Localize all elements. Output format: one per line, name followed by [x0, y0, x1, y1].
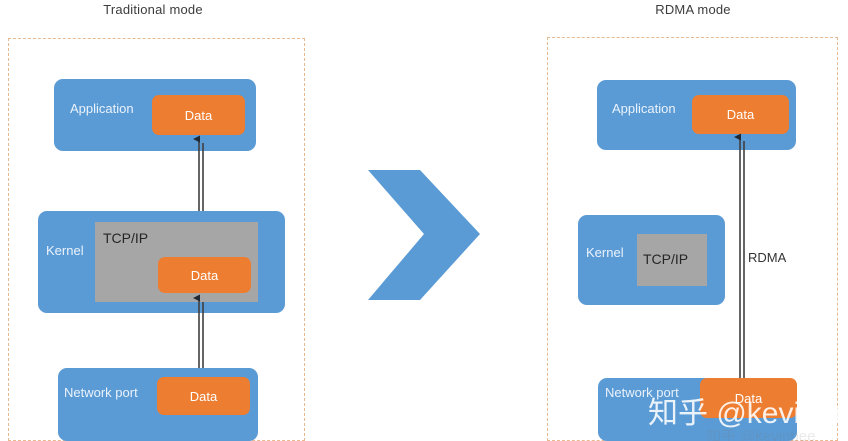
rdma-application-data-box: Data [692, 95, 789, 134]
rdma-path-label: RDMA [748, 250, 787, 265]
traditional-kernel-data-label: Data [190, 267, 219, 283]
traditional-kernel-data-box: Data [158, 257, 251, 293]
rdma-network-port-data-label: Data [734, 390, 763, 406]
rdma-network-port-label: Network port [605, 385, 679, 400]
traditional-network-port-data-label: Data [189, 388, 218, 404]
traditional-application-label: Application [70, 101, 134, 116]
panel-title-rdma: RDMA mode [655, 2, 731, 17]
rdma-tcpip-label: TCP/IP [643, 251, 689, 267]
traditional-application-data-box: Data [152, 95, 245, 135]
rdma-application-data-label: Data [726, 107, 755, 122]
rdma-network-port-data-box: Data [700, 378, 797, 418]
rdma-kernel-label: Kernel [586, 245, 624, 260]
chevron-right-icon [368, 170, 480, 300]
traditional-application-data-label: Data [184, 107, 213, 123]
rdma-tcpip-box [637, 234, 707, 286]
panel-title-traditional: Traditional mode [103, 2, 203, 17]
rdma-application-label: Application [612, 101, 676, 116]
traditional-kernel-label: Kernel [46, 243, 84, 258]
traditional-network-port-label: Network port [64, 385, 138, 400]
traditional-network-port-data-box: Data [157, 377, 250, 415]
traditional-tcpip-label: TCP/IP [103, 230, 149, 246]
